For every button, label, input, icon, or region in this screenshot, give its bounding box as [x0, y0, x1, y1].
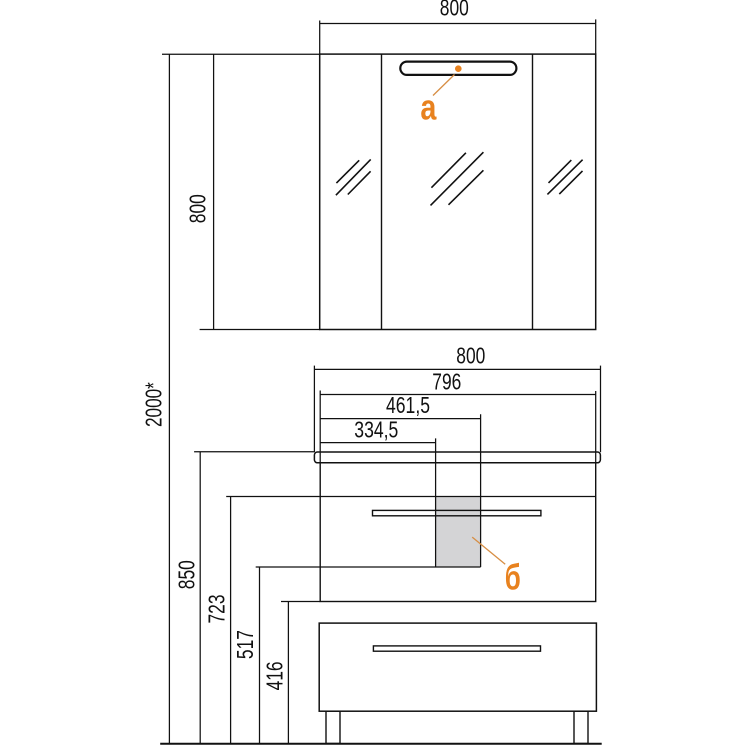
svg-text:334,5: 334,5 [354, 416, 398, 442]
svg-text:2000*: 2000* [140, 382, 166, 427]
svg-text:800: 800 [184, 194, 210, 223]
svg-text:723: 723 [203, 595, 229, 624]
svg-text:416: 416 [262, 661, 288, 690]
svg-text:796: 796 [432, 369, 461, 395]
svg-text:800: 800 [440, 0, 469, 21]
svg-text:517: 517 [232, 630, 258, 659]
svg-text:800: 800 [456, 343, 485, 369]
svg-text:461,5: 461,5 [386, 392, 430, 418]
svg-text:a: a [420, 86, 437, 127]
svg-text:б: б [505, 557, 521, 598]
svg-text:850: 850 [173, 560, 199, 589]
